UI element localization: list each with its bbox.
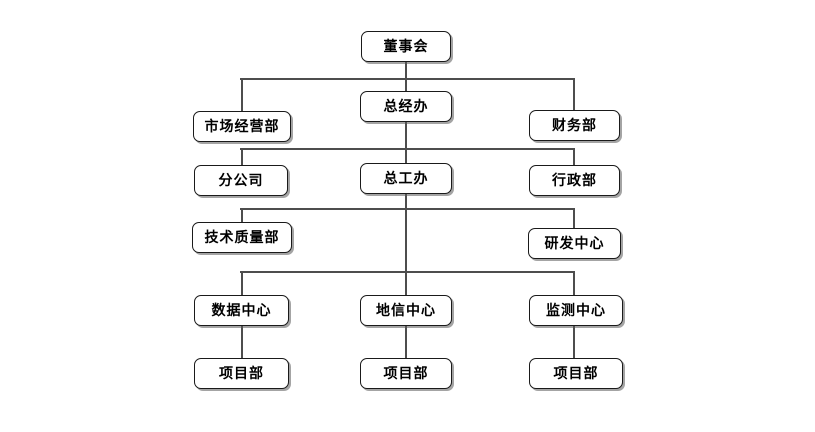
org-node-n11[interactable]: 监测中心 <box>529 295 623 326</box>
org-node-label: 行政部 <box>552 172 597 189</box>
connector-line <box>405 122 407 148</box>
connector-line <box>241 148 243 165</box>
connector-line <box>241 208 243 222</box>
org-node-label: 市场经营部 <box>204 118 280 135</box>
org-node-n12[interactable]: 项目部 <box>194 358 289 389</box>
org-node-n4[interactable]: 分公司 <box>194 165 288 196</box>
connector-line <box>573 208 575 228</box>
connector-line <box>573 326 575 358</box>
org-node-n5[interactable]: 总工办 <box>360 163 452 194</box>
org-node-label: 项目部 <box>553 365 599 382</box>
org-node-label: 地信中心 <box>376 302 436 319</box>
org-node-label: 总工办 <box>383 170 429 187</box>
connector-line <box>241 326 243 358</box>
connector-line <box>573 148 575 165</box>
org-node-n1[interactable]: 市场经营部 <box>193 111 291 142</box>
connector-line <box>240 208 573 210</box>
org-node-n0[interactable]: 董事会 <box>361 31 451 62</box>
connector-line <box>405 194 407 295</box>
connector-line <box>241 271 243 295</box>
org-node-label: 分公司 <box>218 172 264 189</box>
org-node-n10[interactable]: 地信中心 <box>360 295 452 326</box>
connector-line <box>240 271 573 273</box>
org-node-label: 财务部 <box>552 117 597 134</box>
org-node-label: 项目部 <box>219 365 264 382</box>
org-node-n7[interactable]: 技术质量部 <box>192 222 292 253</box>
connector-line <box>405 78 407 91</box>
connector-line <box>573 78 575 110</box>
org-node-label: 数据中心 <box>211 302 272 319</box>
org-node-label: 董事会 <box>383 38 429 55</box>
org-node-label: 技术质量部 <box>204 229 280 246</box>
org-node-n13[interactable]: 项目部 <box>360 358 452 389</box>
connector-line <box>405 326 407 358</box>
org-node-n8[interactable]: 研发中心 <box>528 228 621 259</box>
connector-line <box>405 148 407 163</box>
org-node-label: 总经办 <box>383 98 429 115</box>
org-node-n6[interactable]: 行政部 <box>529 165 620 196</box>
org-node-n9[interactable]: 数据中心 <box>194 295 289 326</box>
org-node-label: 监测中心 <box>546 302 606 319</box>
org-node-n14[interactable]: 项目部 <box>529 358 623 389</box>
org-node-n3[interactable]: 财务部 <box>529 110 620 141</box>
org-node-label: 研发中心 <box>544 235 605 252</box>
connector-line <box>405 62 407 78</box>
org-node-n2[interactable]: 总经办 <box>360 91 452 122</box>
connector-line <box>241 78 243 111</box>
org-node-label: 项目部 <box>383 365 429 382</box>
connector-line <box>573 271 575 295</box>
